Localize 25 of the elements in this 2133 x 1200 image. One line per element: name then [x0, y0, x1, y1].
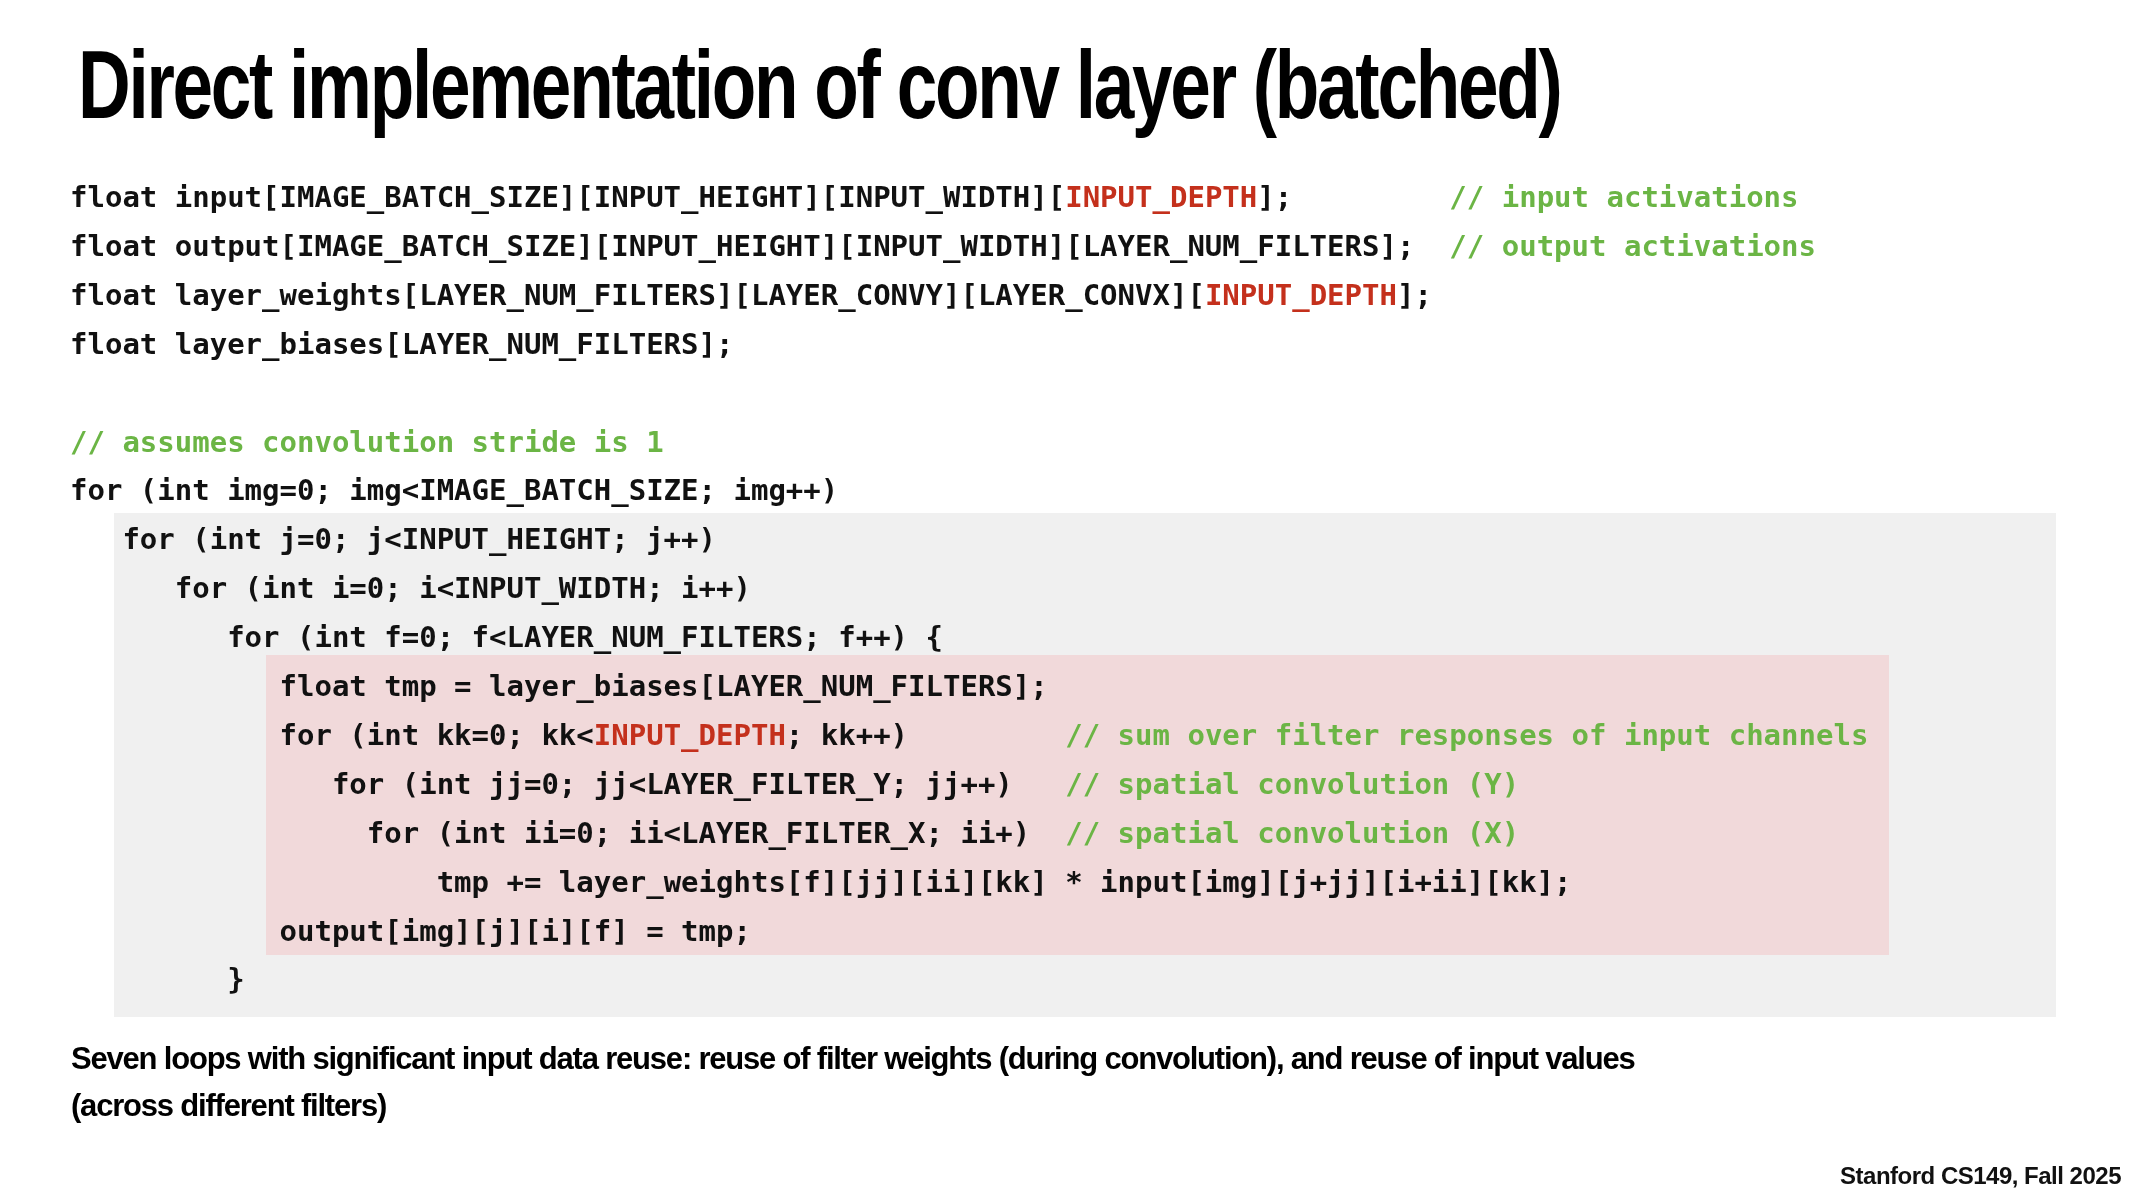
- code-line: float output[IMAGE_BATCH_SIZE][INPUT_HEIGHT][INPUT_WIDTH][LAYER_NUM_FILTERS];: [70, 227, 1415, 264]
- code-comment: // assumes convolution stride is 1: [70, 423, 664, 460]
- code-line: float tmp = layer_biases[LAYER_NUM_FILTERS];: [279, 668, 1048, 704]
- code-line: for (int img=0; img<IMAGE_BATCH_SIZE; img++): [70, 472, 839, 509]
- code-line: output[img][j][i][f] = tmp;: [279, 912, 751, 949]
- code-line: float layer_weights[LAYER_NUM_FILTERS][LAYER_CONVY][LAYER_CONVX][INPUT_DEPTH];: [70, 276, 1432, 313]
- caption-text: Seven loops with significant input data reuse: reuse of filter weights (during convolution), and reuse of input values (across different filters): [71, 1040, 1636, 1125]
- code-line: for (int f=0; f<LAYER_NUM_FILTERS; f++) {: [227, 619, 943, 656]
- code-line: }: [227, 961, 245, 998]
- loop-body-panel: [114, 513, 2056, 1017]
- slide-title: Direct implementation of conv layer (batched): [78, 30, 1561, 140]
- code-comment: // sum over filter responses of input channels: [1065, 716, 1869, 753]
- code-line: for (int j=0; j<INPUT_HEIGHT; j++): [122, 521, 716, 558]
- code-line: tmp += layer_weights[f][jj][ii][kk] * input[img][j+jj][i+ii][kk];: [436, 863, 1572, 900]
- code-line: for (int i=0; i<INPUT_WIDTH; i++): [174, 570, 751, 607]
- code-comment: // spatial convolution (Y): [1065, 765, 1520, 802]
- code-line: float layer_biases[LAYER_NUM_FILTERS];: [70, 325, 734, 362]
- code-comment: // input activations: [1449, 179, 1799, 215]
- code-comment: // output activations: [1449, 227, 1816, 264]
- code-line: for (int kk=0; kk<INPUT_DEPTH; kk++): [279, 716, 909, 753]
- code-comment: // spatial convolution (X): [1065, 814, 1520, 851]
- code-line: for (int ii=0; ii<LAYER_FILTER_X; ii+): [366, 814, 1031, 851]
- code-line: for (int jj=0; jj<LAYER_FILTER_Y; jj++): [331, 765, 1013, 802]
- footer-text: Stanford CS149, Fall 2025: [1840, 1162, 2121, 1190]
- code-line: float input[IMAGE_BATCH_SIZE][INPUT_HEIGHT][INPUT_WIDTH][INPUT_DEPTH];: [70, 179, 1293, 215]
